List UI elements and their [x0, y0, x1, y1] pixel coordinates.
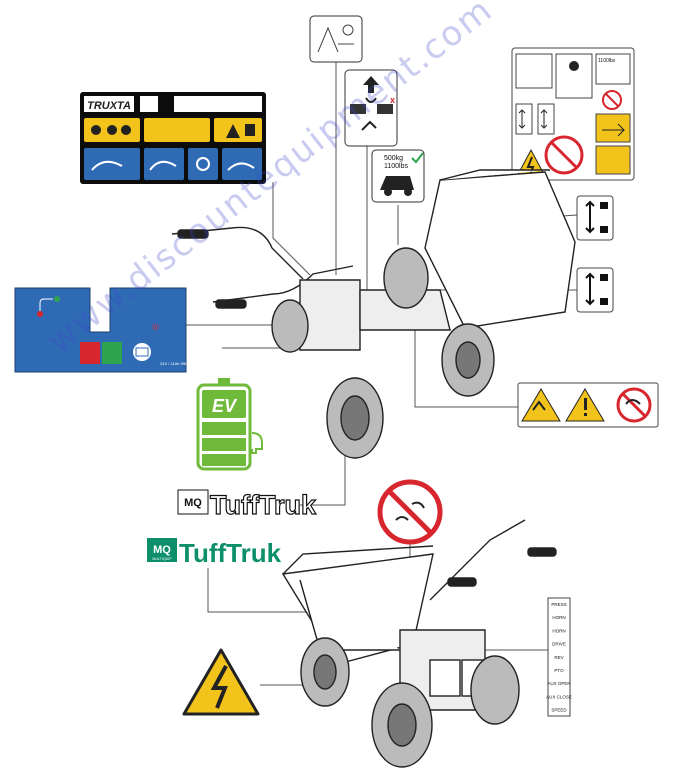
tufftruk-logo-outline: MQ TuffTruk: [177, 489, 318, 521]
tufftruk-machine-top: [171, 169, 576, 459]
pinch-warning-decals: [517, 382, 659, 428]
checkmark-icon: [411, 152, 424, 164]
no-flame-prohibition-sign: [377, 479, 443, 545]
key-icon: ◎: [152, 322, 159, 331]
safety-icon: [91, 124, 255, 138]
control-strip-label: DRIVE: [552, 642, 566, 647]
control-strip-label: REV: [554, 655, 563, 660]
control-strip-label: HORN: [552, 615, 565, 620]
battery-control-panel: ◎ 24V / 11Ah 99h / 36h: [14, 287, 197, 373]
load-capacity-decal: 500kg 1100lbs: [371, 149, 425, 203]
svg-text:500kg: 500kg: [384, 155, 403, 162]
lifting-point-decal: x: [344, 69, 398, 147]
control-strip-label: PRESS: [551, 602, 566, 607]
blue-instruction-row: [84, 148, 262, 180]
svg-text:1100lbs: 1100lbs: [384, 163, 409, 170]
plug-icon: [251, 432, 263, 454]
svg-text:24V / 11Ah 99h / 36h: 24V / 11Ah 99h / 36h: [160, 361, 197, 366]
truxta-logo: TRUXTA: [87, 100, 131, 112]
arrow-up-icon: [363, 76, 379, 93]
control-strip-label: SPEED: [551, 708, 567, 713]
decal-sheet: 1100lbs: [511, 47, 635, 181]
control-strip-label: AUX CLOSE: [546, 694, 572, 699]
svg-text:1100lbs: 1100lbs: [598, 58, 616, 64]
control-strip-label: AUX OPEN: [547, 681, 570, 686]
svg-text:TuffTruk: TuffTruk: [179, 538, 282, 568]
lock-decal-upper: [576, 195, 614, 241]
control-strip-label: PTO: [554, 668, 564, 673]
svg-text:TuffTruk: TuffTruk: [210, 490, 317, 520]
hydraulic-decal: [309, 15, 363, 63]
svg-text:MQ: MQ: [153, 544, 171, 556]
truxta-decal: TRUXTA: [80, 92, 266, 184]
tufftruk-machine-bottom: [281, 519, 557, 768]
operator-pictogram: [91, 157, 255, 171]
control-function-strip: PRESS HORN HORN DRIVE REV PTO AUX OPEN AUX CLOS…: [546, 597, 572, 717]
control-strip-label: HORN: [552, 628, 565, 633]
ev-battery-logo: EV: [196, 378, 263, 471]
lock-decal-lower: [576, 267, 614, 313]
svg-text:MQ: MQ: [184, 497, 202, 509]
tufftruk-logo-green: MQ MULTIQUIP TuffTruk: [147, 538, 282, 568]
svg-text:EV: EV: [212, 396, 238, 416]
prohibited-x-icon: x: [390, 95, 395, 105]
high-voltage-warning: [182, 648, 260, 716]
svg-text:MULTIQUIP: MULTIQUIP: [152, 557, 172, 561]
